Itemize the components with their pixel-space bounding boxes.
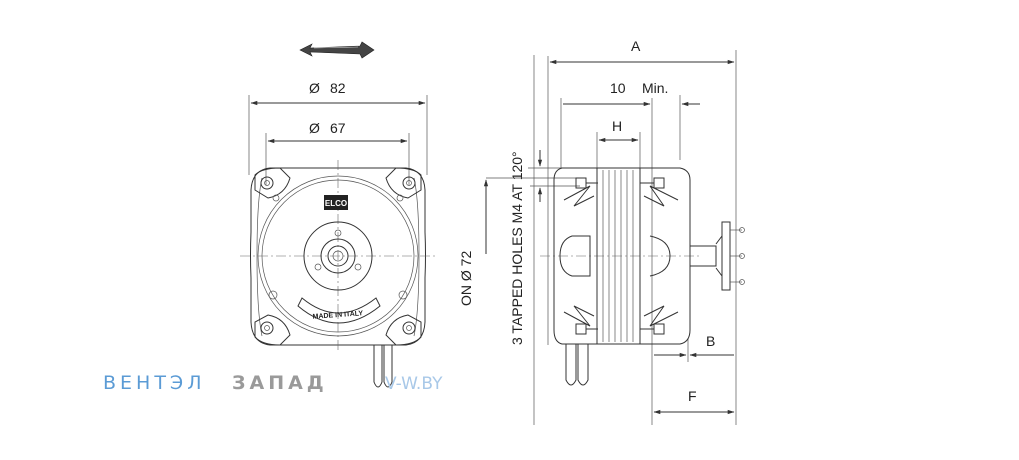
svg-text:ELCO: ELCO xyxy=(325,199,347,208)
power-cable-side xyxy=(565,344,589,386)
brand-logo: ELCO xyxy=(324,195,348,210)
dim-inner-value: 67 xyxy=(330,120,346,136)
power-cable xyxy=(373,345,393,388)
made-in-italy-plate: MADE IN ITALY xyxy=(297,297,381,324)
svg-text:MADE IN ITALY: MADE IN ITALY xyxy=(312,310,363,321)
dim-b-label: B xyxy=(706,333,715,349)
motor-body-side xyxy=(553,167,691,345)
dim-f-label: F xyxy=(688,388,697,404)
rotation-arrow-icon xyxy=(299,41,375,59)
front-view: Ø 82 Ø 67 xyxy=(240,41,436,388)
watermark-part1: ВЕНТЭЛ xyxy=(103,372,206,394)
bolt-circle-note: ON Ø 72 xyxy=(458,251,474,306)
shaft-hub xyxy=(303,221,373,291)
watermark: ВЕНТЭЛ ЗАПАД V-W.BY xyxy=(103,372,443,394)
fan-hub-side xyxy=(690,221,745,291)
tapped-holes-note: 3 TAPPED HOLES M4 AT 120° xyxy=(509,151,525,345)
diameter-symbol-2: Ø xyxy=(309,120,320,136)
mounting-hole-icon xyxy=(260,176,416,335)
dim-min-label: Min. xyxy=(642,80,668,96)
diameter-symbol: Ø xyxy=(309,80,320,96)
dim-h-label: H xyxy=(612,118,622,134)
side-view: A 10 Min. H B F 3 TAPPED HOLES M4 AT 120… xyxy=(458,38,745,425)
dim-outer-value: 82 xyxy=(330,80,346,96)
dimension-67: Ø 67 xyxy=(265,120,410,185)
dim-a-label: A xyxy=(631,38,641,54)
dimension-82: Ø 82 xyxy=(248,80,428,175)
dim-10-value: 10 xyxy=(610,80,626,96)
watermark-url: V-W.BY xyxy=(385,374,443,394)
watermark-part2: ЗАПАД xyxy=(232,372,328,394)
